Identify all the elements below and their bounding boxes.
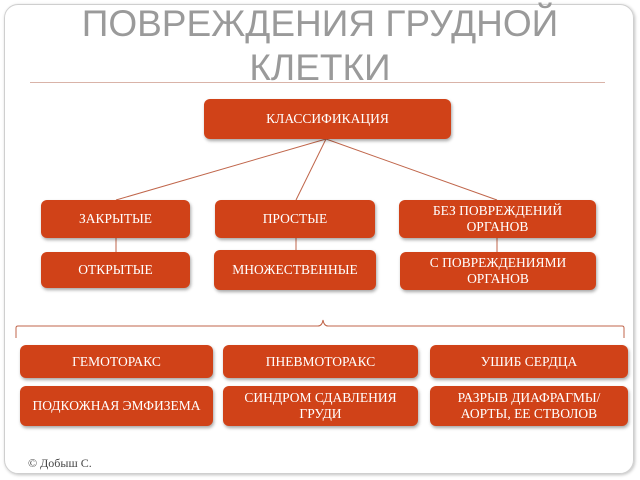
node-with-organ-damage: С ПОВРЕЖДЕНИЯМИ ОРГАНОВ <box>400 252 596 290</box>
node-open: ОТКРЫТЫЕ <box>41 252 190 288</box>
node-heart-contusion: УШИБ СЕРДЦА <box>430 345 628 378</box>
node-hemothorax: ГЕМОТОРАКС <box>20 345 213 378</box>
node-simple: ПРОСТЫЕ <box>215 200 375 238</box>
node-classification: КЛАССИФИКАЦИЯ <box>204 99 451 139</box>
node-multiple: МНОЖЕСТВЕННЫЕ <box>214 250 376 290</box>
footer-credit: © Добыш С. <box>28 456 92 470</box>
slide-title: ПОВРЕЖДЕНИЯ ГРУДНОЙ КЛЕТКИ <box>81 3 559 88</box>
node-chest-compression: СИНДРОМ СДАВЛЕНИЯ ГРУДИ <box>223 386 418 426</box>
node-subcutaneous-emphysema: ПОДКОЖНАЯ ЭМФИЗЕМА <box>20 386 213 426</box>
node-closed: ЗАКРЫТЫЕ <box>41 200 190 238</box>
node-rupture: РАЗРЫВ ДИАФРАГМЫ/ АОРТЫ, ЕЕ СТВОЛОВ <box>430 386 628 426</box>
node-pneumothorax: ПНЕВМОТОРАКС <box>223 345 418 378</box>
title-divider <box>30 82 605 83</box>
node-no-organ-damage: БЕЗ ПОВРЕЖДЕНИЙ ОРГАНОВ <box>399 200 596 238</box>
brace-bracket <box>15 319 625 338</box>
link-root-simple <box>295 138 327 201</box>
link-root-closed <box>115 138 327 201</box>
link-root-no-organ <box>325 138 498 201</box>
slide-frame <box>4 4 634 474</box>
